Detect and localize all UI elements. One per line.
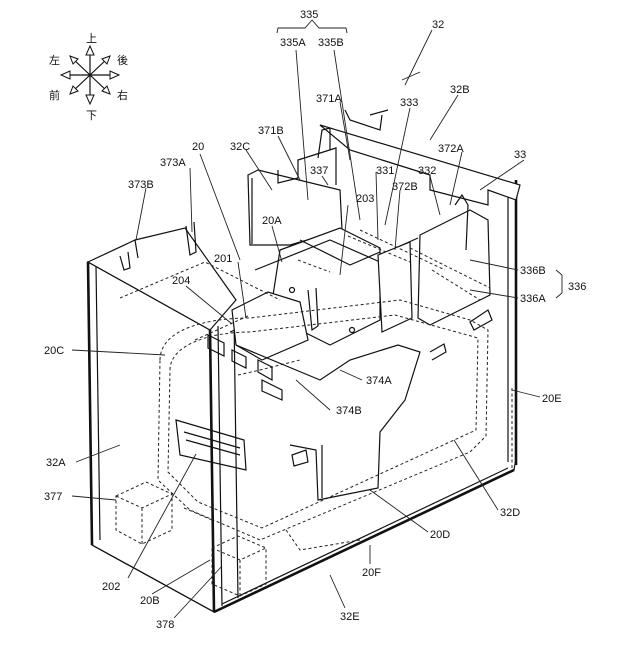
label-335A: 335A <box>280 37 306 49</box>
label-20E: 20E <box>542 393 562 405</box>
label-32B: 32B <box>450 84 470 96</box>
label-20D: 20D <box>430 529 450 541</box>
label-202: 202 <box>102 581 120 593</box>
label-333: 333 <box>400 97 418 109</box>
label-20C: 20C <box>44 345 64 357</box>
label-204: 204 <box>172 275 190 287</box>
label-20F: 20F <box>362 567 381 579</box>
label-201: 201 <box>214 253 232 265</box>
label-336A: 336A <box>520 293 546 305</box>
label-337: 337 <box>310 165 328 177</box>
label-33: 33 <box>514 149 526 161</box>
label-336B: 336B <box>520 265 546 277</box>
label-374B: 374B <box>336 405 362 417</box>
label-203: 203 <box>356 193 374 205</box>
label-332: 332 <box>418 165 436 177</box>
label-331: 331 <box>376 165 394 177</box>
center-block <box>230 228 380 360</box>
label-377: 377 <box>44 491 62 503</box>
compass-front: 前 <box>49 88 60 102</box>
label-378: 378 <box>156 619 174 631</box>
right-divider-372 <box>378 195 492 360</box>
label-20B: 20B <box>140 595 160 607</box>
label-32A: 32A <box>46 457 66 469</box>
compass-down: 下 <box>86 110 97 122</box>
compass-right: 右 <box>117 88 128 102</box>
label-335B: 335B <box>318 37 344 49</box>
compass-up: 上 <box>86 32 97 45</box>
label-32D: 32D <box>500 507 520 519</box>
label-20: 20 <box>192 141 204 153</box>
compass-back: 後 <box>117 53 128 67</box>
label-32E: 32E <box>340 611 360 623</box>
label-336: 336 <box>568 281 586 293</box>
label-32C: 32C <box>230 141 250 153</box>
label-374A: 374A <box>366 375 392 387</box>
label-371A: 371A <box>316 93 342 105</box>
label-335: 335 <box>300 9 318 21</box>
compass-left: 左 <box>49 54 60 67</box>
label-32: 32 <box>432 19 444 31</box>
label-371B: 371B <box>258 125 284 137</box>
label-372A: 372A <box>438 143 464 155</box>
direction-compass: 上 下 左 後 前 右 <box>49 32 128 122</box>
label-373A: 373A <box>160 157 186 169</box>
label-20A: 20A <box>262 215 282 227</box>
label-372B: 372B <box>392 181 418 193</box>
label-373B: 373B <box>128 179 154 191</box>
